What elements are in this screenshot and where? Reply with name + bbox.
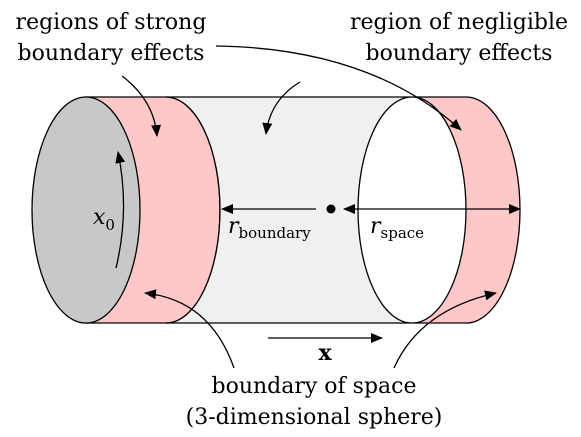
strong-effects-label-line1: regions of strong — [16, 10, 207, 35]
strong-effects-label-line2: boundary effects — [18, 41, 205, 66]
center-point — [326, 204, 336, 214]
negligible-effects-label-line2: boundary effects — [366, 41, 553, 66]
boundary-pointer-right — [393, 290, 497, 369]
strong-effects-pointer — [121, 75, 162, 137]
r-boundary-label: rboundary — [228, 214, 311, 242]
x0-direction-arrow — [115, 151, 126, 269]
right-boundary-region — [411, 96, 521, 324]
boundary-label-line2: (3-dimensional sphere) — [186, 405, 443, 430]
r-space-label: rspace — [370, 214, 424, 242]
strong-effects-pointer-right — [215, 45, 462, 131]
boundary-label-line1: boundary of space — [211, 374, 416, 399]
negligible-effects-pointer — [262, 81, 301, 135]
x-vector-label: x — [318, 340, 332, 366]
x0-label: x0 — [93, 205, 115, 234]
left-end-cap — [31, 96, 141, 324]
negligible-effects-label-line1: region of negligible — [350, 10, 568, 35]
boundary-pointer-left — [144, 289, 235, 369]
